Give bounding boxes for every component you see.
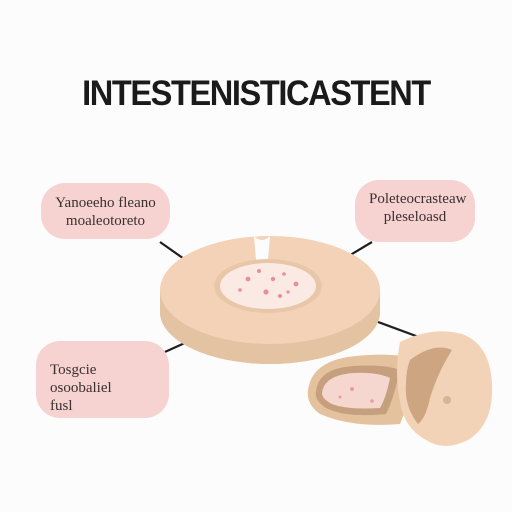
callout-bottom-left-text: Tosgcie osoobaliel fusl: [50, 362, 112, 414]
callout-top-right: Poleteocrasteaw pleseloasd: [355, 180, 475, 242]
intestine-segment-icon: [307, 331, 493, 446]
intestine-cross-section-icon: [160, 236, 380, 364]
callout-top-right-text: Poleteocrasteaw pleseloasd: [369, 191, 467, 225]
callout-top-left-text: Yanoeeho fleano moaleotoreto: [55, 195, 156, 229]
callout-top-left: Yanoeeho fleano moaleotoreto: [41, 183, 170, 239]
callout-bottom-left: Tosgcie osoobaliel fusl: [36, 341, 169, 418]
page-title: INTESTENISTICASTENT: [82, 74, 431, 113]
